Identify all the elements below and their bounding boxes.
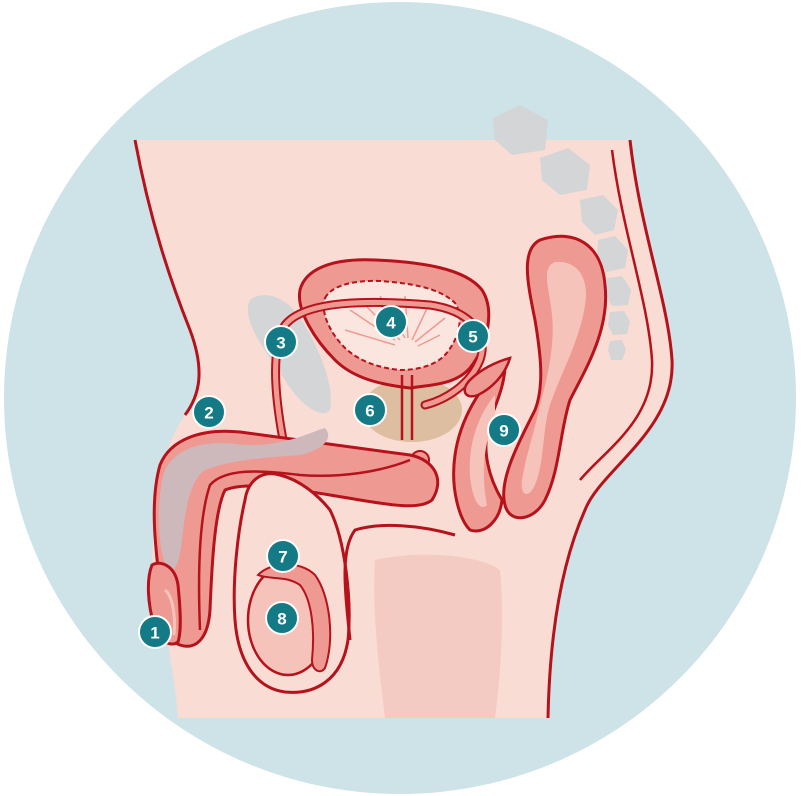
marker-2-label: 2 xyxy=(204,404,213,423)
marker-3-label: 3 xyxy=(276,334,285,353)
marker-6: 6 xyxy=(354,394,386,426)
marker-8: 8 xyxy=(266,602,298,634)
marker-3: 3 xyxy=(265,326,297,358)
marker-9-label: 9 xyxy=(499,422,508,441)
marker-8-label: 8 xyxy=(277,610,286,629)
marker-4-label: 4 xyxy=(386,314,396,333)
marker-5: 5 xyxy=(457,320,489,352)
marker-7-label: 7 xyxy=(278,548,287,567)
marker-6-label: 6 xyxy=(365,402,374,421)
marker-4: 4 xyxy=(375,306,407,338)
marker-1: 1 xyxy=(139,616,171,648)
marker-1-label: 1 xyxy=(150,624,159,643)
marker-9: 9 xyxy=(488,414,520,446)
marker-5-label: 5 xyxy=(468,328,477,347)
marker-2: 2 xyxy=(193,396,225,428)
marker-7: 7 xyxy=(267,540,299,572)
thigh-shade xyxy=(374,555,502,718)
